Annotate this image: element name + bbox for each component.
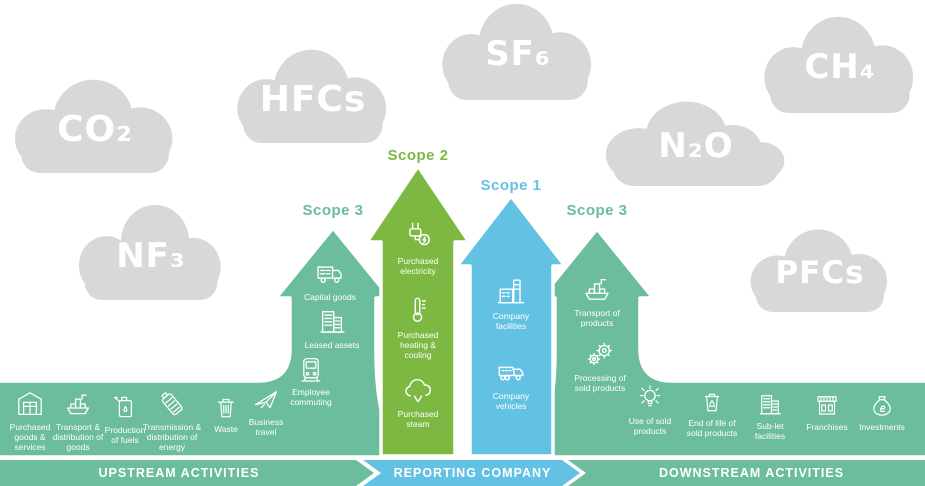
item-label: Transmission & distribution of energy: [142, 422, 202, 453]
cargo-ship-icon: [62, 388, 94, 420]
scope2-arrow: [365, 164, 471, 458]
item-label: Sub-let facilities: [754, 421, 786, 442]
item-franchises: Franchises: [797, 390, 857, 432]
item-sub-let-facilities: Sub-let facilities: [745, 389, 795, 441]
gears-icon: [583, 337, 617, 371]
scope1-arrow: [455, 194, 567, 458]
item-business-travel: Business travel: [242, 383, 290, 437]
item-label: Company vehicles: [492, 391, 530, 412]
item-label: Capital goods: [304, 292, 356, 302]
item-label: Franchises: [806, 422, 848, 432]
electric-plug-icon: [400, 218, 436, 254]
item-transport-distribution-goods: Transport & distribution of goods: [50, 388, 106, 452]
dump-truck-icon: [493, 353, 529, 389]
item-investments: Investments: [851, 390, 913, 432]
item-label: Transport & distribution of goods: [52, 422, 104, 453]
gas-label-sf6: SF₆: [485, 34, 551, 75]
scope1-label: Scope 1: [480, 177, 542, 194]
item-employee-commuting: Employee commuting: [279, 353, 343, 407]
scope2-label: Scope 2: [387, 147, 449, 164]
item-label: Purchased goods & services: [9, 422, 51, 453]
cloud-shape: [442, 3, 592, 100]
item-transmission-distribution-energy: Transmission & distribution of energy: [141, 388, 203, 452]
item-waste: Waste: [204, 392, 248, 434]
item-company-vehicles: Company vehicles: [478, 353, 544, 411]
warehouse-icon: [14, 388, 46, 420]
item-label: Employee commuting: [290, 387, 332, 408]
reporting-company-bar: REPORTING COMPANY: [363, 460, 580, 486]
waste-bin-icon: [211, 392, 241, 422]
money-bag-icon: [867, 390, 897, 420]
item-purchased-steam: Purchased steam: [385, 371, 451, 429]
item-transport-of-products: Transport of products: [565, 272, 629, 328]
item-purchased-heating-cooling: Purchased heating & cooling: [390, 292, 446, 360]
buildings-icon: [755, 389, 785, 419]
battery-icon: [156, 388, 188, 420]
item-end-of-life-of-sold-products: End of life of sold products: [680, 386, 744, 438]
reporting-company-label: REPORTING COMPANY: [393, 466, 552, 480]
cloud-hfcs: HFCs: [228, 48, 398, 143]
item-label: Processing of sold products: [574, 373, 626, 394]
cloud-shape: [764, 16, 914, 113]
cloud-pfcs: PFCs: [742, 228, 898, 312]
item-label: Investments: [859, 422, 905, 432]
item-capital-goods: Capital goods: [298, 256, 362, 302]
item-label: Use of sold products: [628, 416, 672, 437]
commuter-bus-icon: [295, 353, 327, 385]
gas-label-pfcs: PFCs: [775, 254, 865, 291]
gas-label-co2: CO₂: [57, 108, 133, 150]
upstream-activities-label: UPSTREAM ACTIVITIES: [98, 466, 260, 480]
cloud-sf6: SF₆: [433, 2, 603, 100]
item-use-of-sold-products: Use of sold products: [620, 382, 680, 436]
cloud-shape: [78, 205, 221, 300]
factory-icon: [493, 273, 529, 309]
airplane-icon: [250, 383, 282, 415]
item-label: Waste: [214, 424, 238, 434]
cloud-shape: [237, 49, 387, 143]
item-company-facilities: Company facilities: [478, 273, 544, 331]
steam-cloud-icon: [400, 371, 436, 407]
item-label: End of life of sold products: [686, 418, 738, 439]
item-production-of-fuels: Production of fuels: [100, 391, 150, 445]
item-label: Production of fuels: [104, 425, 146, 446]
storefront-icon: [812, 390, 842, 420]
gas-label-hfcs: HFCs: [259, 78, 367, 120]
gas-label-nf3: NF₃: [116, 235, 186, 276]
cloud-nf3: NF₃: [70, 205, 232, 300]
cloud-n2o: N₂O: [600, 100, 792, 186]
item-leased-assets: Leased assets: [300, 304, 364, 350]
upstream-activities-bar: UPSTREAM ACTIVITIES: [0, 460, 374, 486]
item-label: Leased assets: [304, 340, 360, 350]
downstream-activities-bar: DOWNSTREAM ACTIVITIES: [568, 460, 925, 486]
recycle-bin-icon: [697, 386, 727, 416]
downstream-activities-label: DOWNSTREAM ACTIVITIES: [658, 466, 845, 480]
scope3-upstream-label: Scope 3: [302, 202, 364, 219]
item-label: Purchased steam: [397, 409, 439, 430]
item-label: Transport of products: [574, 308, 620, 329]
gas-label-ch4: CH₄: [804, 47, 876, 88]
cloud-shape: [750, 229, 888, 312]
item-purchased-electricity: Purchased electricity: [385, 218, 451, 276]
item-processing-of-sold-products: Processing of sold products: [567, 337, 633, 393]
cloud-shape: [14, 79, 173, 173]
cargo-ship-icon: [580, 272, 614, 306]
cloud-shape: [605, 101, 785, 186]
scope3-downstream-label: Scope 3: [566, 202, 628, 219]
thermometer-icon: [400, 292, 436, 328]
buildings-icon: [315, 304, 349, 338]
item-label: Company facilities: [492, 311, 530, 332]
gas-label-n2o: N₂O: [658, 126, 734, 167]
item-label: Purchased electricity: [397, 256, 439, 277]
cloud-co2: CO₂: [5, 78, 185, 173]
cloud-ch4: CH₄: [755, 15, 925, 113]
fuel-can-icon: [109, 391, 141, 423]
item-label: Business travel: [248, 417, 284, 438]
delivery-truck-icon: [313, 256, 347, 290]
item-label: Purchased heating & cooling: [397, 330, 439, 361]
item-purchased-goods-services: Purchased goods & services: [2, 388, 58, 452]
light-bulb-icon: [634, 382, 666, 414]
